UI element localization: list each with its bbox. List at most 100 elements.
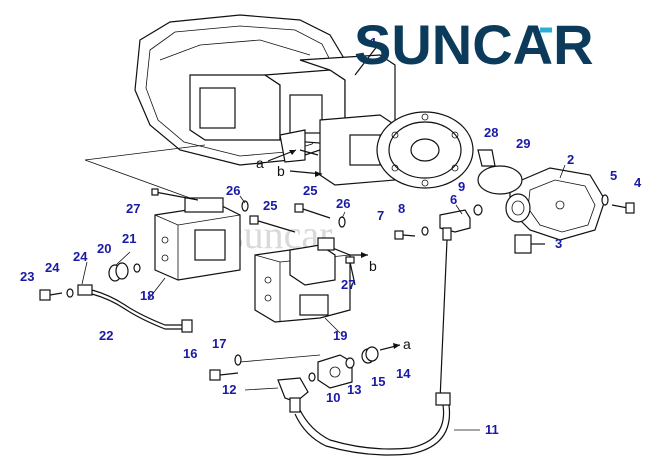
callout-1: 1 bbox=[370, 35, 377, 50]
bolt-27-shaft bbox=[154, 191, 199, 201]
valve-block-left bbox=[199, 87, 236, 129]
hose-11-upper bbox=[299, 404, 445, 450]
flange-bolt-hole bbox=[451, 164, 459, 172]
valve-18-edges bbox=[154, 214, 241, 280]
callout-11: 11 bbox=[485, 422, 499, 437]
callout-16: 16 bbox=[183, 346, 197, 361]
flange-center-bore bbox=[410, 138, 440, 162]
sensor-connector bbox=[77, 284, 93, 296]
callout-27: 27 bbox=[341, 277, 355, 292]
plug-14-back bbox=[365, 346, 379, 362]
flange-bolt-hole bbox=[451, 131, 459, 139]
callout-7: 7 bbox=[377, 208, 384, 223]
suncar-logo: SUNCAR bbox=[352, 12, 644, 72]
o-ring-15 bbox=[345, 357, 355, 369]
leader-line-12 bbox=[244, 387, 279, 391]
ref-arrow-a-lower bbox=[393, 343, 400, 349]
callout-9: 9 bbox=[458, 179, 465, 194]
callout-23: 23 bbox=[20, 269, 34, 284]
ref-arrow-a-top bbox=[289, 150, 296, 155]
flange-13-bore bbox=[329, 366, 341, 378]
callout-14: 14 bbox=[396, 366, 411, 381]
valve-18-top-cap bbox=[184, 197, 224, 213]
bolt-27-head bbox=[151, 188, 159, 196]
callout-27: 27 bbox=[126, 201, 140, 216]
leader-line-24 bbox=[81, 261, 88, 285]
bolt-25-right-shaft bbox=[299, 207, 331, 219]
bolt-16-head bbox=[209, 369, 221, 381]
washer-17 bbox=[234, 354, 242, 366]
callout-17: 17 bbox=[212, 336, 226, 351]
fitting-3 bbox=[514, 234, 532, 254]
pump-2-inlet-bore bbox=[511, 200, 525, 216]
fitting-6-stem bbox=[442, 227, 452, 241]
callout-25: 25 bbox=[303, 183, 317, 198]
o-ring-29 bbox=[477, 165, 523, 195]
ref-letter: a bbox=[403, 336, 411, 352]
mounting-bracket bbox=[279, 129, 306, 163]
bolt-27-lower-shaft bbox=[349, 261, 356, 286]
ref-arrow-b-top bbox=[315, 171, 322, 177]
hose-11-lower bbox=[294, 404, 451, 456]
bolt-7-head bbox=[394, 230, 404, 240]
leader-line-19 bbox=[324, 317, 341, 334]
callout-22: 22 bbox=[99, 328, 113, 343]
callout-18: 18 bbox=[140, 288, 154, 303]
leader-line-20 bbox=[115, 251, 131, 266]
assembly-line bbox=[84, 144, 206, 161]
callout-10: 10 bbox=[326, 390, 340, 405]
washer-24 bbox=[66, 288, 74, 298]
washer-26-right bbox=[338, 216, 346, 228]
callout-5: 5 bbox=[610, 168, 617, 183]
valve-18-port bbox=[161, 254, 169, 262]
bolt-25-left-shaft bbox=[254, 219, 296, 233]
main-pump-assembly bbox=[134, 14, 474, 189]
leader-line-26 bbox=[239, 195, 246, 204]
pump-2-inlet bbox=[505, 193, 531, 223]
bolt-25-left-head bbox=[249, 215, 259, 225]
bolt-7-shaft bbox=[402, 234, 416, 237]
callout-8: 8 bbox=[398, 201, 405, 216]
callout-4: 4 bbox=[634, 175, 642, 190]
callout-19: 19 bbox=[333, 328, 347, 343]
washer-8 bbox=[421, 226, 429, 236]
bolt-27-lower-head bbox=[345, 256, 355, 264]
leader-line-6 bbox=[455, 204, 463, 215]
washer-26-left bbox=[241, 200, 249, 212]
flange-bolt-hole bbox=[421, 179, 429, 187]
valve-block-mid bbox=[289, 94, 323, 134]
fitting-12-stem bbox=[289, 397, 301, 413]
o-ring-21 bbox=[133, 263, 141, 273]
leader-line-2 bbox=[559, 164, 566, 179]
valve-19-solenoid bbox=[289, 244, 336, 286]
callout-2: 2 bbox=[567, 152, 574, 167]
valve-19-side-block bbox=[299, 294, 329, 316]
control-valve-19 bbox=[254, 237, 351, 323]
housing-rib bbox=[159, 39, 311, 61]
shim-28 bbox=[477, 149, 496, 167]
bracket-bolt bbox=[299, 149, 319, 156]
bolt-16-shaft bbox=[219, 372, 239, 376]
cable-22-lower bbox=[91, 293, 182, 330]
elbow-fitting-12 bbox=[277, 377, 309, 403]
assembly-line bbox=[84, 159, 191, 199]
callout-29: 29 bbox=[516, 136, 530, 151]
pump-2-port bbox=[555, 200, 565, 210]
bolt-23-shaft bbox=[49, 292, 63, 296]
hose-11-line bbox=[439, 239, 448, 401]
callout-26: 26 bbox=[336, 196, 350, 211]
ref-letter: b bbox=[369, 258, 377, 274]
cable-22-end bbox=[181, 319, 193, 333]
leader-line-26 bbox=[341, 211, 346, 219]
flange-bolt-hole bbox=[421, 113, 429, 121]
cable-22 bbox=[91, 289, 182, 326]
washer-5 bbox=[601, 194, 609, 206]
bolt-25-right-head bbox=[294, 203, 304, 213]
leader-line-1 bbox=[354, 44, 379, 76]
flange-13 bbox=[317, 354, 353, 389]
callout-12: 12 bbox=[222, 382, 236, 397]
callout-13: 13 bbox=[347, 382, 361, 397]
callout-21: 21 bbox=[122, 231, 136, 246]
bolt-4-shaft bbox=[611, 204, 629, 209]
